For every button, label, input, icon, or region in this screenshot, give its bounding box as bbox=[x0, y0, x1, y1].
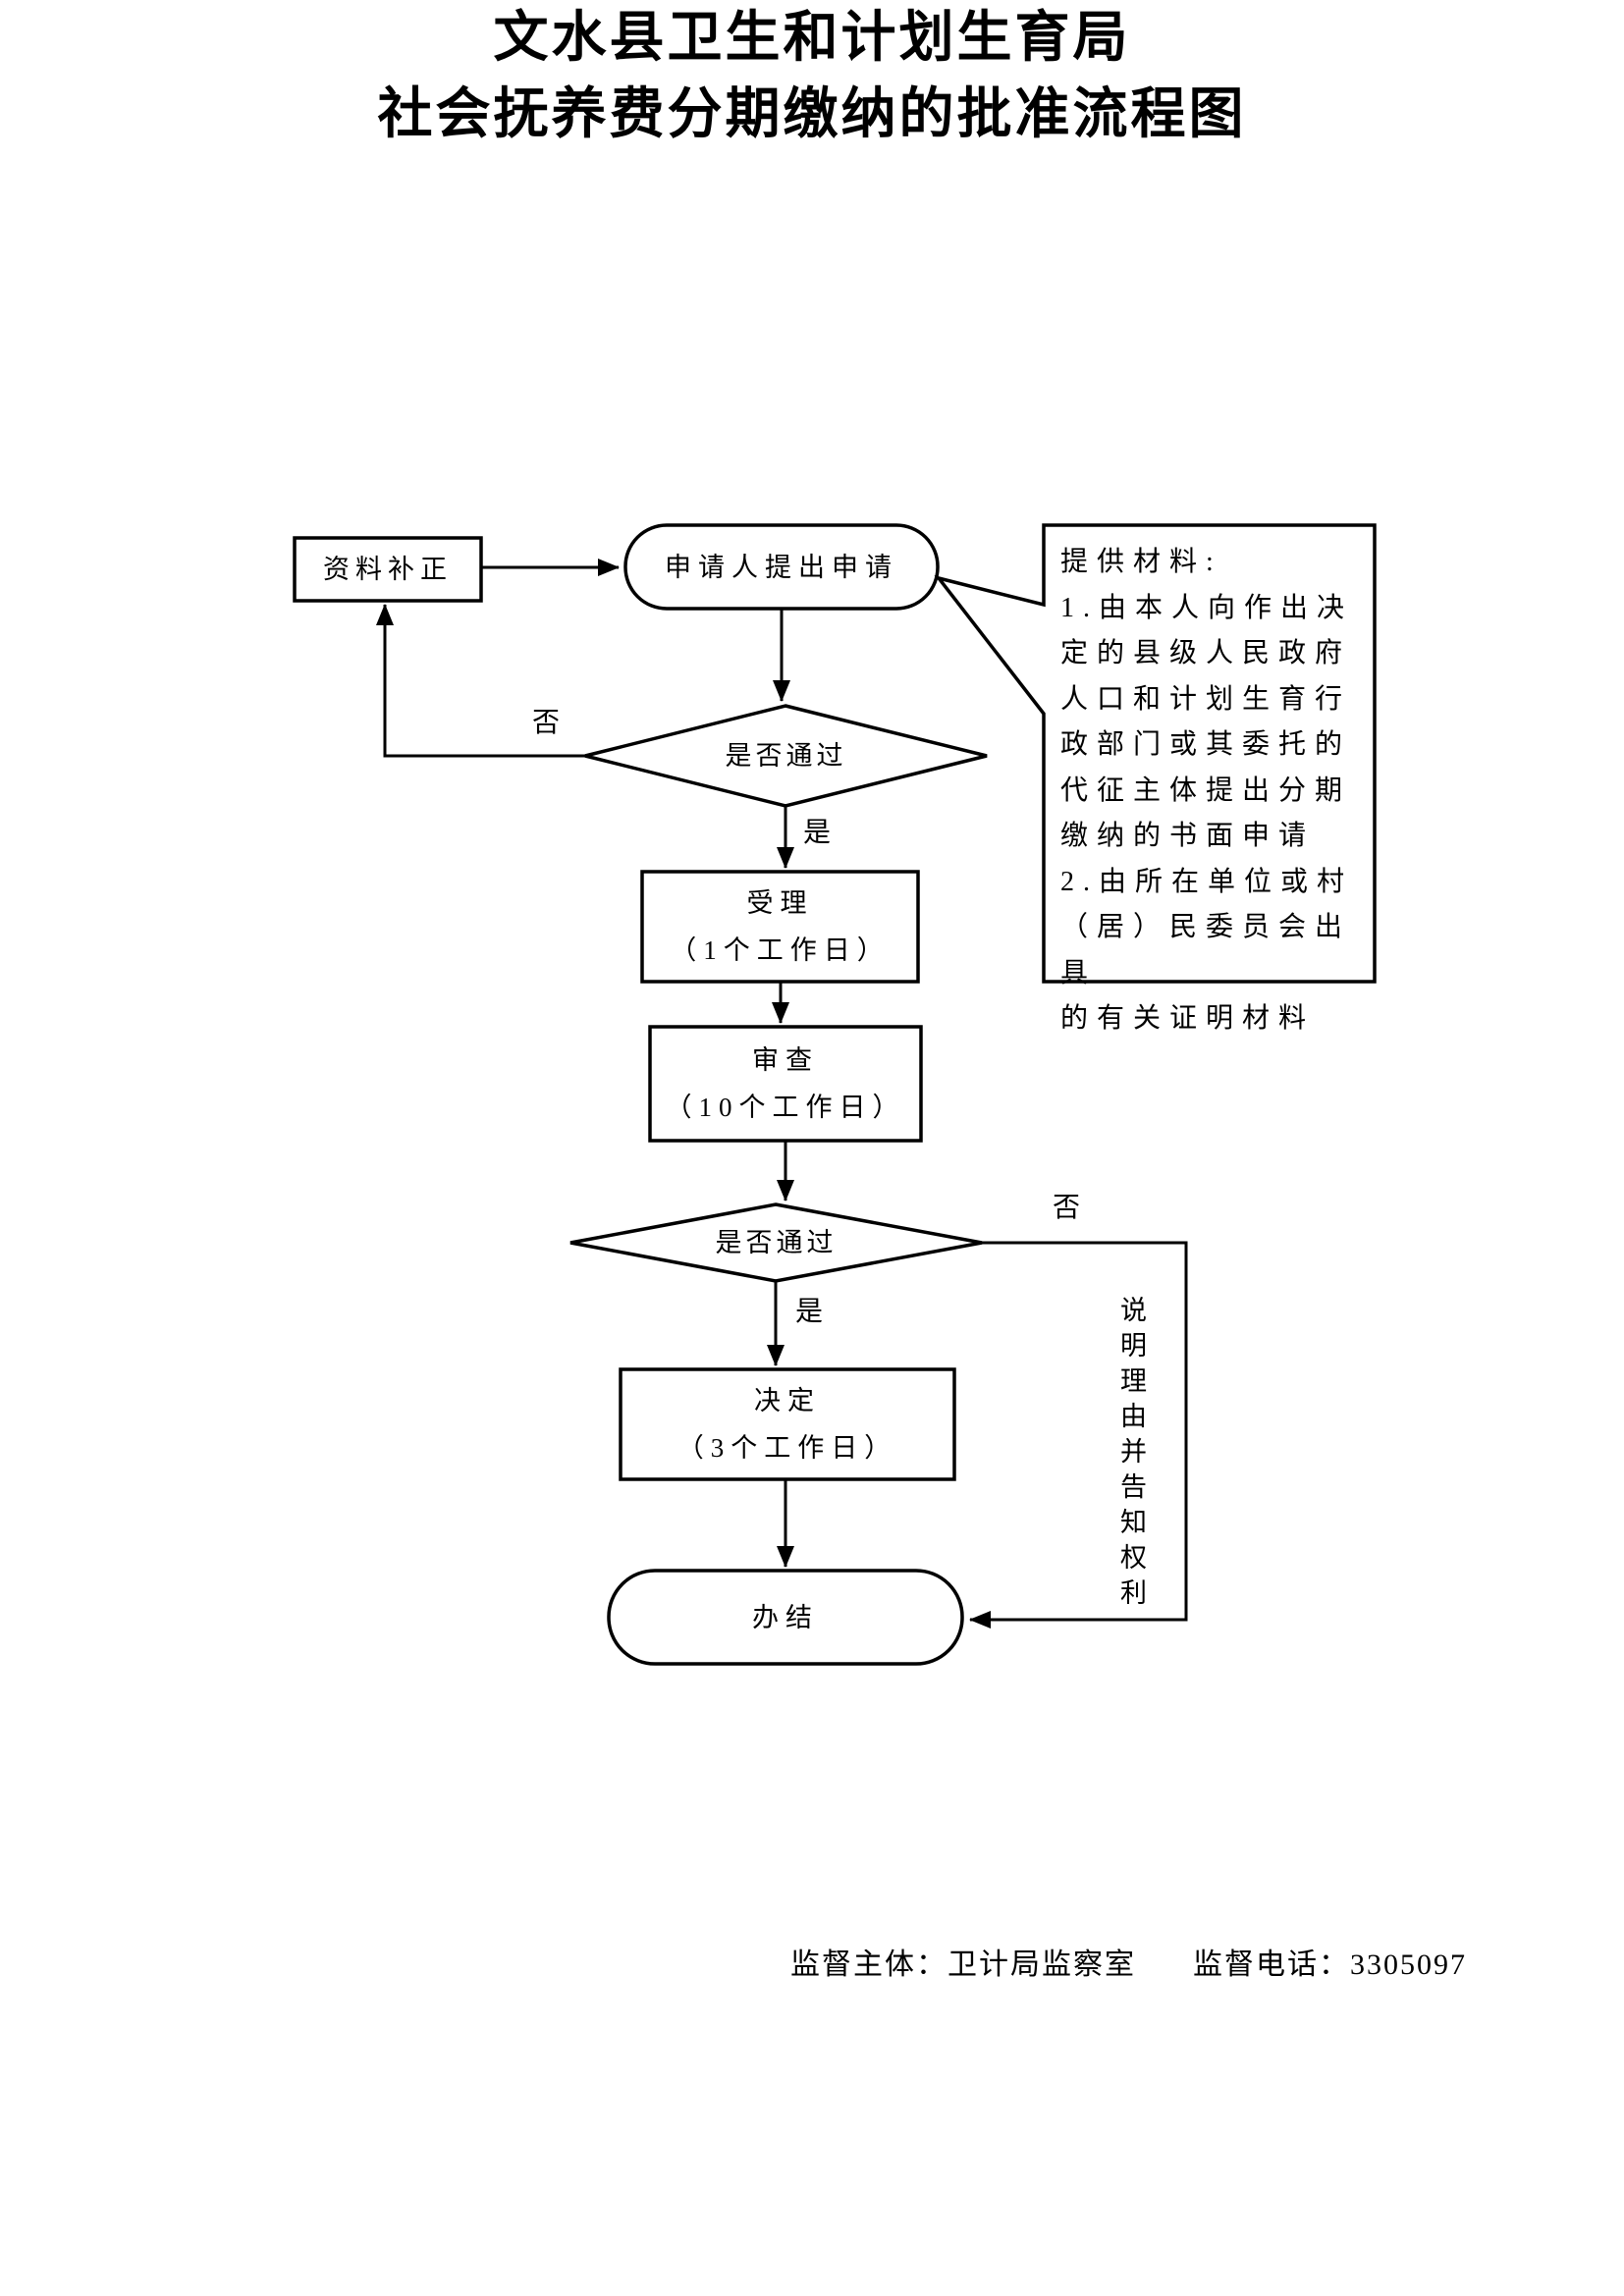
decision2-node-label: 是否通过 bbox=[715, 1228, 838, 1257]
review-node-label: 审查 （10个工作日） bbox=[650, 1027, 921, 1141]
supervision-phone: 监督电话：3305097 bbox=[1193, 1949, 1467, 1981]
materials-callout-shape bbox=[934, 523, 1377, 984]
decision2-diamond-shape bbox=[569, 1202, 983, 1283]
decision2-no-label: 否 bbox=[1053, 1193, 1081, 1223]
accept-box-shape bbox=[640, 870, 920, 984]
document-title: 文水县卫生和计划生育局 社会抚养费分期缴纳的批准流程图 bbox=[0, 0, 1624, 153]
review-duration: （10个工作日） bbox=[665, 1093, 906, 1122]
decide-box-shape bbox=[619, 1367, 956, 1481]
accept-duration: （1个工作日） bbox=[670, 935, 891, 965]
decision1-node-label: 是否通过 bbox=[725, 741, 847, 771]
explain-reason-note: 说明理由并告知权利 bbox=[1116, 1296, 1146, 1614]
review-name: 审查 bbox=[752, 1045, 819, 1075]
arrow-decision1-no-to-correction bbox=[376, 604, 585, 758]
materials-note: 提供材料: 1.由本人向作出决 定的县级人民政府 人口和计划生育行 政部门或其委… bbox=[1060, 547, 1354, 1034]
accept-node-label: 受理 （1个工作日） bbox=[642, 872, 918, 982]
title-line-1: 文水县卫生和计划生育局 bbox=[493, 8, 1131, 69]
supervision-footer: 监督主体：卫计局监察室 监督电话：3305097 bbox=[790, 1940, 1467, 1983]
accept-name: 受理 bbox=[746, 888, 814, 918]
review-box-shape bbox=[648, 1025, 923, 1143]
decision1-yes-label: 是 bbox=[803, 818, 832, 848]
decision1-diamond-shape bbox=[584, 704, 988, 808]
correction-node-label: 资料补正 bbox=[323, 555, 453, 584]
decision1-no-label: 否 bbox=[532, 708, 561, 738]
supervision-subject: 监督主体：卫计局监察室 bbox=[790, 1949, 1136, 1981]
decide-duration: （3个工作日） bbox=[677, 1433, 898, 1463]
title-line-2: 社会抚养费分期缴纳的批准流程图 bbox=[377, 84, 1247, 145]
apply-stadium-shape bbox=[623, 523, 940, 611]
decide-name: 决定 bbox=[754, 1386, 821, 1415]
finish-stadium-shape bbox=[607, 1569, 964, 1666]
decision2-yes-label: 是 bbox=[795, 1297, 824, 1327]
decide-node-label: 决定 （3个工作日） bbox=[621, 1369, 954, 1479]
apply-node-label: 申请人提出申请 bbox=[665, 552, 898, 582]
finish-node-label: 办结 bbox=[752, 1602, 819, 1632]
correction-box-shape bbox=[293, 536, 483, 603]
arrow-decision2-no-to-finish bbox=[969, 1241, 1188, 1629]
